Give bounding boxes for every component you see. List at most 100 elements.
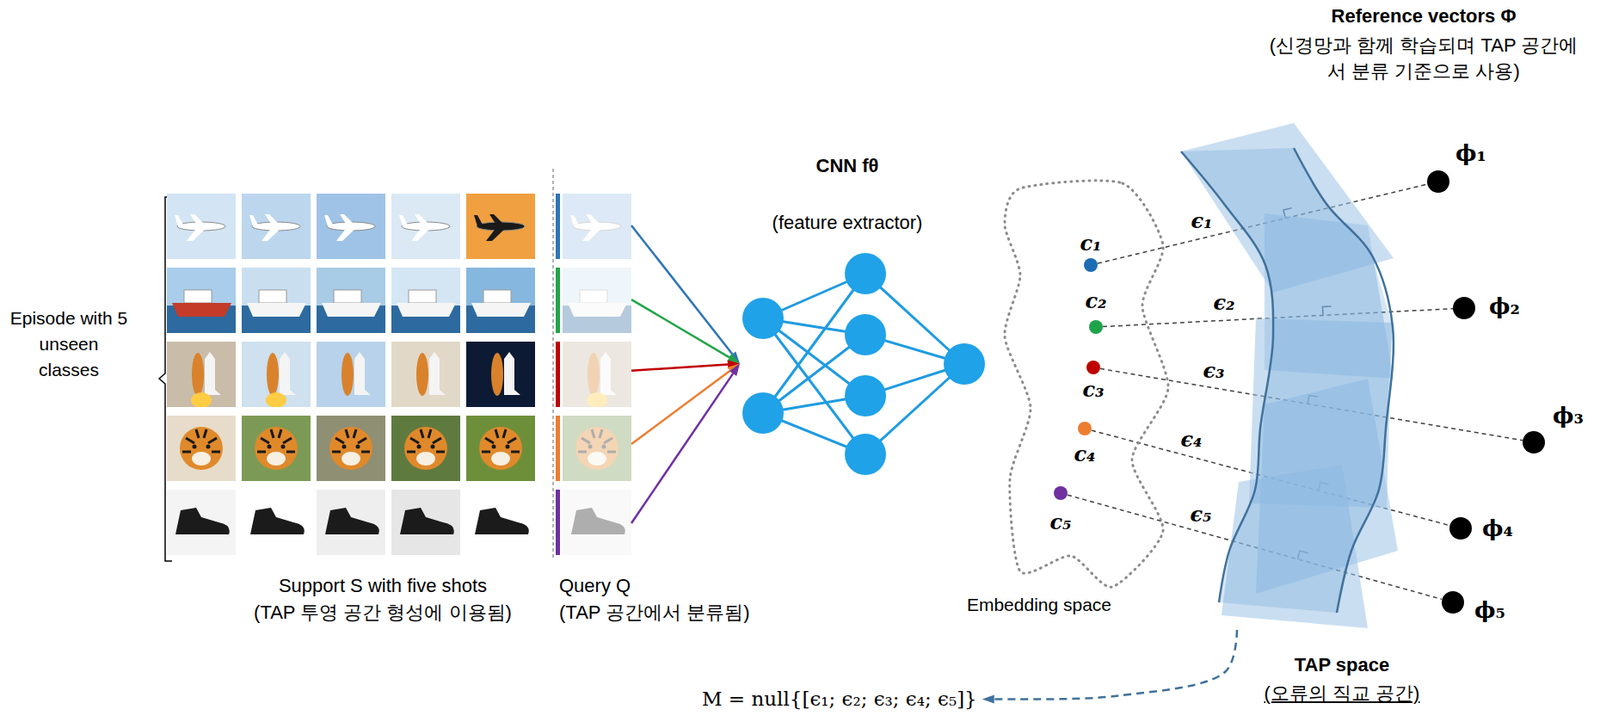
- node-label: ϕ₂: [1483, 292, 1527, 320]
- node-label: Support S with five shots: [184, 572, 581, 599]
- tile-background: [391, 267, 461, 333]
- network-neuron: [742, 297, 784, 339]
- tile-background: [562, 341, 632, 407]
- tiger-eye: [602, 444, 607, 450]
- image-tile: [466, 193, 536, 259]
- image-tile: [391, 489, 461, 555]
- shuttle-flame: [190, 392, 212, 407]
- tiger-head: [575, 426, 619, 470]
- tiger-stripe: [182, 450, 191, 454]
- connector-line: [631, 299, 730, 357]
- tile-background: [316, 341, 386, 407]
- tile-background: [241, 489, 311, 555]
- network-neuron: [844, 375, 887, 417]
- class-prototype: c₃: [1086, 360, 1101, 375]
- node-sublabel: (TAP 공간에서 분류됨): [559, 599, 751, 626]
- shuttle-flame: [586, 392, 608, 407]
- connector-line: [631, 373, 733, 524]
- tap-band-edge: [1181, 151, 1274, 603]
- connector: [631, 363, 740, 445]
- tile-background: [166, 267, 236, 333]
- tiger-muzzle: [266, 451, 286, 466]
- network-neuron: [844, 433, 887, 475]
- query-color-bar: [555, 489, 560, 555]
- tiger-eye: [417, 444, 422, 450]
- plane-wing: [411, 226, 433, 241]
- node-label: ϕ₃: [1546, 401, 1590, 430]
- tiger-stripe: [510, 450, 520, 454]
- tile-background: [166, 489, 236, 555]
- shuttle-tank: [341, 352, 354, 396]
- query-color-bar: [555, 415, 560, 481]
- image-tile: [562, 193, 632, 259]
- node-label: c₄: [1058, 442, 1111, 467]
- query-color-bar: [555, 193, 560, 259]
- plane-wing: [261, 226, 284, 241]
- plane-tail: [249, 215, 259, 227]
- tiger-stripe: [410, 437, 419, 444]
- query-color-bar: [555, 267, 560, 333]
- class-prototype: c₂: [1089, 320, 1103, 334]
- plane-tail: [174, 215, 185, 227]
- tiger-muzzle: [416, 451, 436, 466]
- image-tile: [241, 267, 311, 333]
- tiger-stripe: [208, 437, 217, 444]
- image-tile: [562, 489, 632, 555]
- node-label: ϕ₄: [1476, 514, 1520, 542]
- image-tile: [166, 489, 236, 555]
- ship-deck: [408, 289, 437, 303]
- image-tile: [466, 489, 536, 555]
- tiger-stripe: [507, 437, 517, 444]
- shoe: [571, 507, 626, 535]
- connector: [982, 629, 1237, 704]
- tile-background: [391, 341, 461, 407]
- class-prototype: c₁: [1083, 258, 1098, 272]
- support-query-separator: [552, 168, 554, 560]
- reference-vector: ϕ₂: [1452, 296, 1476, 320]
- tiger-stripe: [599, 429, 603, 438]
- tiger-stripe: [270, 429, 274, 438]
- node-label: TAP space: [1230, 652, 1454, 678]
- reference-vector: ϕ₃: [1522, 430, 1545, 454]
- tile-background: [166, 193, 236, 259]
- ship-hull: [567, 302, 628, 317]
- node-sublabel: (TAP 투영 공간 형성에 이용됨): [184, 599, 581, 626]
- plane-wing: [585, 214, 603, 227]
- node-label: Query Q: [559, 572, 631, 599]
- tile-background: [466, 415, 536, 481]
- image-tile: [562, 415, 632, 481]
- plane-tail: [399, 215, 409, 227]
- tile-background: [562, 415, 632, 481]
- node-sublabel: (오류의 직교 공간): [1230, 680, 1454, 707]
- tiger-stripe: [283, 437, 292, 444]
- network-neuron: [943, 343, 985, 385]
- tile-background: [316, 489, 386, 555]
- ship-deck: [483, 289, 511, 303]
- tile-background: [241, 193, 311, 259]
- tile-background: [562, 267, 632, 333]
- reference-vectors-note: (신경망과 함께 학습되며 TAP 공간에서 분류 기준으로 사용): [1268, 32, 1579, 85]
- plane-wing: [264, 214, 282, 227]
- tiger-stripe: [185, 437, 195, 444]
- image-tile: [391, 341, 461, 407]
- tile-background: [562, 193, 632, 259]
- tiger-muzzle: [491, 451, 511, 466]
- tile-background: [166, 415, 236, 481]
- image-tile: [241, 415, 311, 481]
- tiger-eye: [588, 444, 593, 450]
- image-tile: [166, 341, 236, 407]
- network-neuron: [844, 313, 887, 356]
- tiger-eye: [267, 444, 272, 450]
- tiger-stripe: [503, 429, 506, 438]
- image-tile: [316, 267, 386, 333]
- node-label: ϕ₁: [1449, 139, 1493, 167]
- image-tile: [241, 489, 311, 555]
- ship-deck: [579, 289, 608, 303]
- shuttle-orbiter: [504, 351, 521, 395]
- plane-wing: [339, 214, 357, 227]
- plane-wing: [336, 226, 358, 241]
- tile-background: [241, 267, 311, 333]
- tiger-head: [329, 426, 373, 470]
- tile-background: [316, 267, 386, 333]
